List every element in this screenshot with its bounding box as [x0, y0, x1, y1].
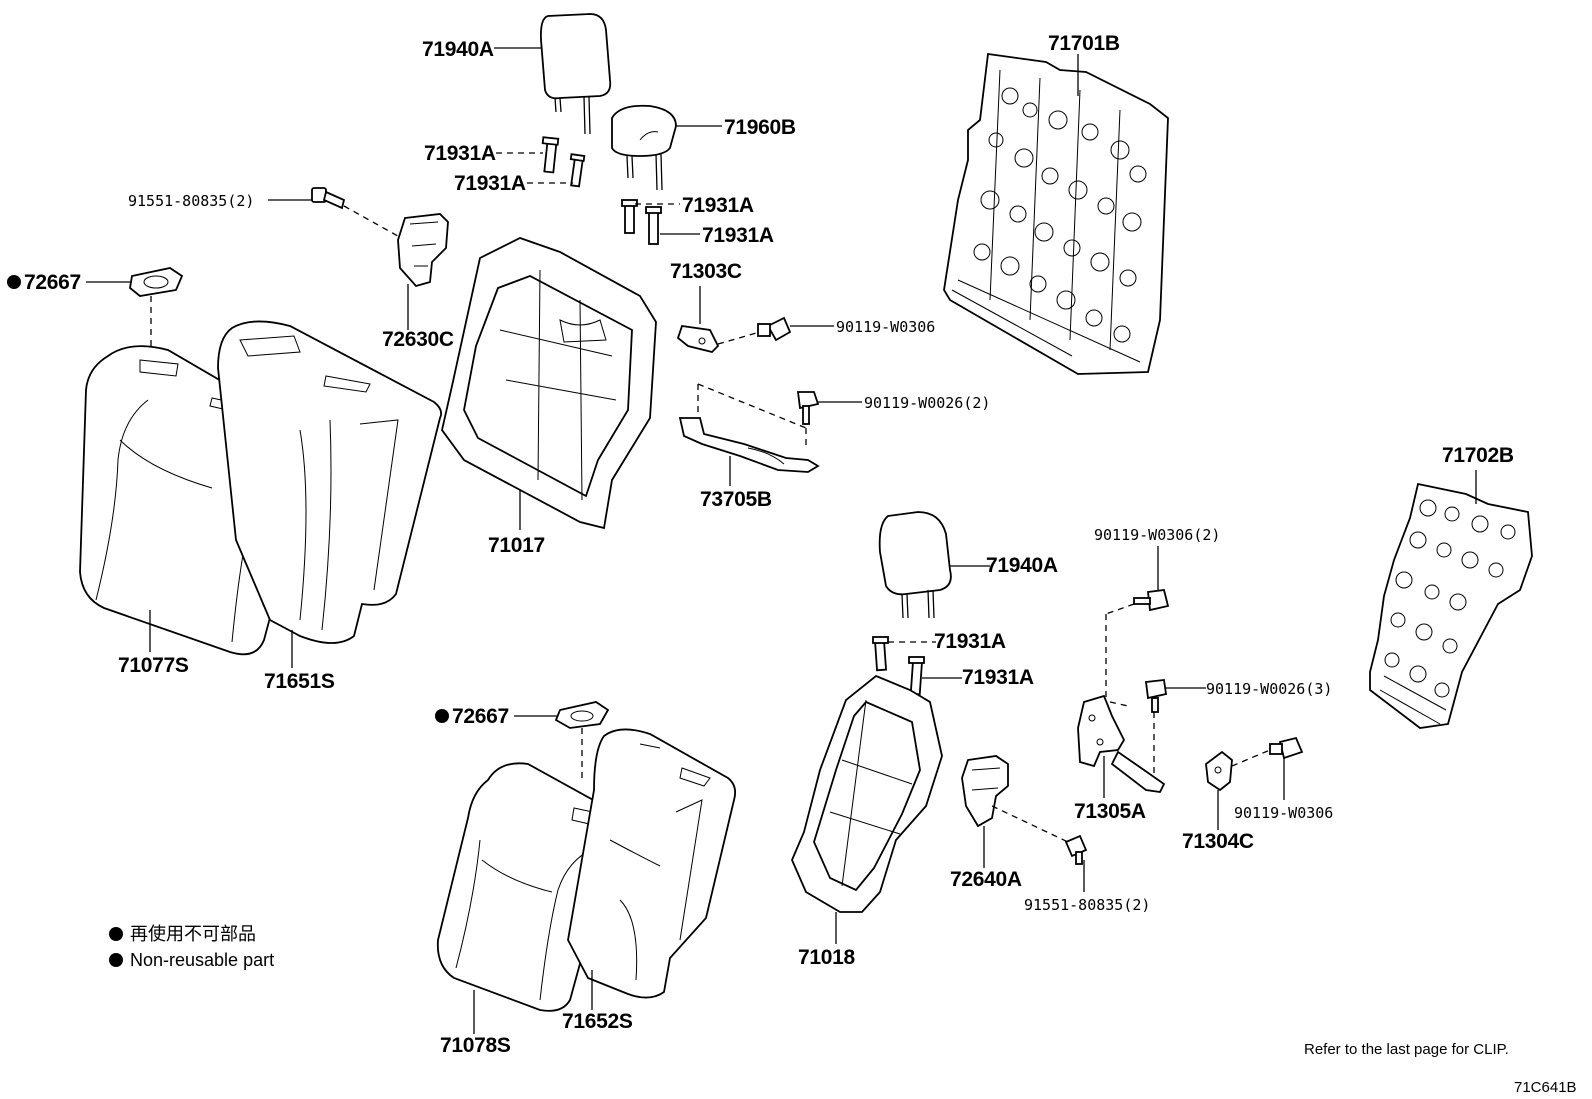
- legend-japanese: 再使用不可部品: [130, 924, 256, 944]
- label-71931a-3: 71931A: [682, 194, 754, 217]
- label-90119-w0306-upper: 90119-W0306: [836, 318, 935, 336]
- label-71931a-6: 71931A: [962, 666, 1034, 689]
- label-71305a: 71305A: [1074, 800, 1146, 823]
- frame-71017: [441, 237, 657, 530]
- label-71702b: 71702B: [1442, 444, 1514, 467]
- label-71652s: 71652S: [562, 1010, 633, 1033]
- label-71701b: 71701B: [1048, 32, 1120, 55]
- bolt-91551-lower: [1064, 834, 1088, 865]
- label-90119-w0026-2: 90119-W0026(2): [864, 394, 990, 412]
- label-90119-w0306-lower: 90119-W0306: [1234, 804, 1333, 822]
- bracket-72630c: [397, 213, 449, 288]
- guides-71931a-upper: [541, 136, 662, 245]
- cover-71078s: [436, 762, 616, 1012]
- label-72640a: 72640A: [950, 868, 1022, 891]
- cover-72667-lower: [554, 701, 610, 729]
- bracket-72640a: [961, 755, 1009, 828]
- headrest-71940a-lower: [878, 511, 952, 619]
- pad-71652s: [567, 728, 737, 999]
- label-71018: 71018: [798, 946, 856, 969]
- label-71931a-5: 71931A: [934, 630, 1006, 653]
- headrest-71940a-top: [539, 13, 612, 135]
- label-71931a-2: 71931A: [454, 172, 526, 195]
- label-91551-80835-upper: 91551-80835(2): [128, 192, 254, 210]
- label-72630c: 72630C: [382, 328, 454, 351]
- label-90119-w0306-2: 90119-W0306(2): [1094, 526, 1220, 544]
- bolt-90119-w0306-lower: [1269, 736, 1304, 760]
- label-71077s: 71077S: [118, 654, 189, 677]
- wire-73705b: [678, 417, 820, 473]
- label-71304c: 71304C: [1182, 830, 1254, 853]
- pad-71651s: [217, 320, 443, 644]
- label-71940a-lower: 71940A: [986, 554, 1058, 577]
- label-71940a-top: 71940A: [422, 38, 494, 61]
- label-71651s: 71651S: [264, 670, 335, 693]
- panel-71701b: [943, 52, 1169, 375]
- bracket-71305a: [1077, 694, 1166, 793]
- label-90119-w0026-3: 90119-W0026(3): [1206, 680, 1332, 698]
- label-71078s: 71078S: [440, 1034, 511, 1057]
- bolt-90119-w0306-upper: [757, 316, 792, 342]
- label-71960b: 71960B: [724, 116, 796, 139]
- bracket-71303c: [676, 325, 720, 353]
- label-71931a-1: 71931A: [424, 142, 496, 165]
- label-71931a-4: 71931A: [702, 224, 774, 247]
- bracket-71304c: [1205, 750, 1233, 792]
- label-91551-80835-lower: 91551-80835(2): [1024, 896, 1150, 914]
- label-72667-upper: 72667: [24, 271, 81, 294]
- label-72667-lower: 72667: [452, 705, 509, 728]
- label-73705b: 73705B: [700, 488, 772, 511]
- bolt-90119-w0306-mid: [1133, 589, 1170, 612]
- footer-clip-note: Refer to the last page for CLIP.: [1304, 1041, 1509, 1058]
- label-71303c: 71303C: [670, 260, 742, 283]
- bolt-91551-upper: [311, 187, 346, 210]
- cover-72667-upper: [129, 267, 184, 297]
- bolt-90119-w0026-mid: [1144, 679, 1168, 713]
- footer-diagram-code: 71C641B: [1514, 1079, 1577, 1096]
- label-71017: 71017: [488, 534, 545, 557]
- bolt-90119-w0026-upper: [796, 391, 820, 425]
- headrest-71960b: [611, 104, 677, 191]
- frame-71018: [791, 674, 943, 913]
- panel-71702b: [1369, 482, 1533, 729]
- legend-non-reusable-part: Non-reusable part: [130, 950, 274, 970]
